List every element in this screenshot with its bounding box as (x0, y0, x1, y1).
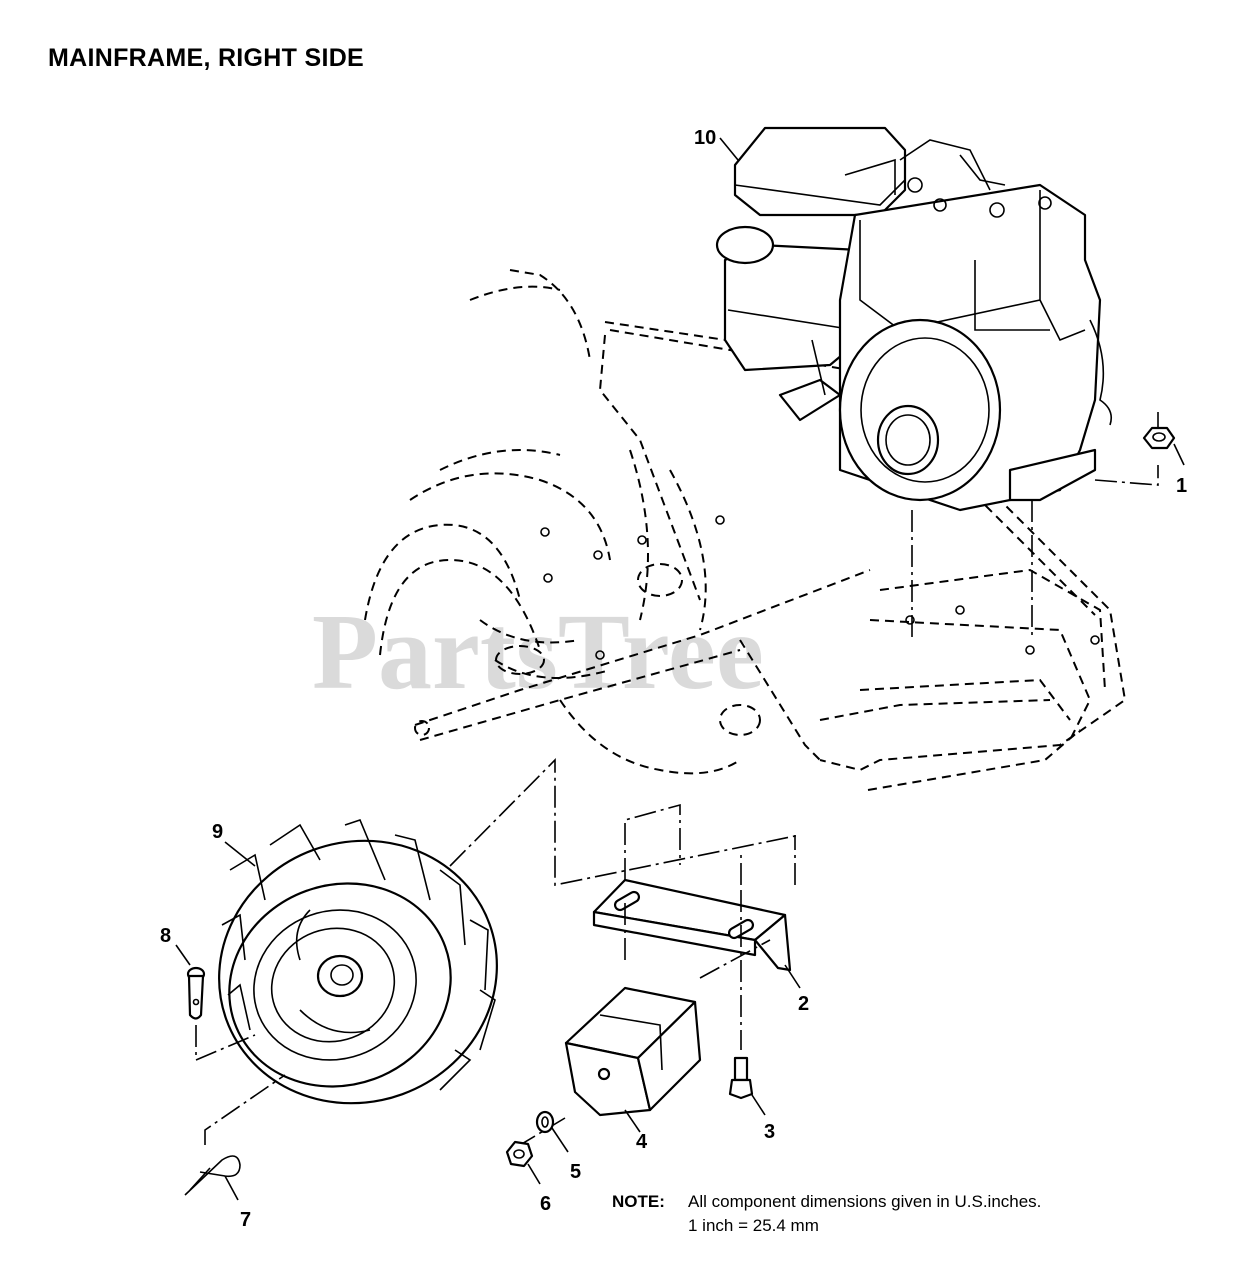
callout-1: 1 (1176, 475, 1187, 497)
block-part-4 (519, 939, 771, 1146)
callout-6: 6 (540, 1193, 551, 1215)
callout-3: 3 (764, 1121, 775, 1143)
lock-washer-part-5 (535, 1110, 569, 1153)
note-line-2: 1 inch = 25.4 mm (688, 1216, 819, 1235)
clevis-pin-part-8 (175, 944, 256, 1062)
hairpin-clip-part-7 (184, 1074, 286, 1201)
callout-9: 9 (212, 821, 223, 843)
callout-7: 7 (240, 1209, 251, 1231)
flange-nut-part-1 (1142, 412, 1185, 466)
engine (715, 126, 1113, 512)
page-title: MAINFRAME, RIGHT SIDE (48, 44, 365, 72)
bracket-part-2 (592, 803, 801, 989)
watermark: PartsTree (312, 593, 764, 712)
note-line-1: All component dimensions given in U.S.in… (688, 1192, 1042, 1211)
note-label: NOTE: (612, 1192, 665, 1211)
callout-4: 4 (636, 1131, 648, 1153)
callout-2: 2 (798, 993, 809, 1015)
dimension-note: NOTE: All component dimensions given in U… (612, 1190, 1041, 1238)
bolt-part-3 (728, 890, 766, 1116)
callout-5: 5 (570, 1161, 581, 1183)
callout-10: 10 (694, 127, 716, 149)
callout-8: 8 (160, 925, 171, 947)
hex-nut-part-6 (505, 1140, 541, 1185)
wheel-tire-part-9 (218, 758, 801, 1105)
